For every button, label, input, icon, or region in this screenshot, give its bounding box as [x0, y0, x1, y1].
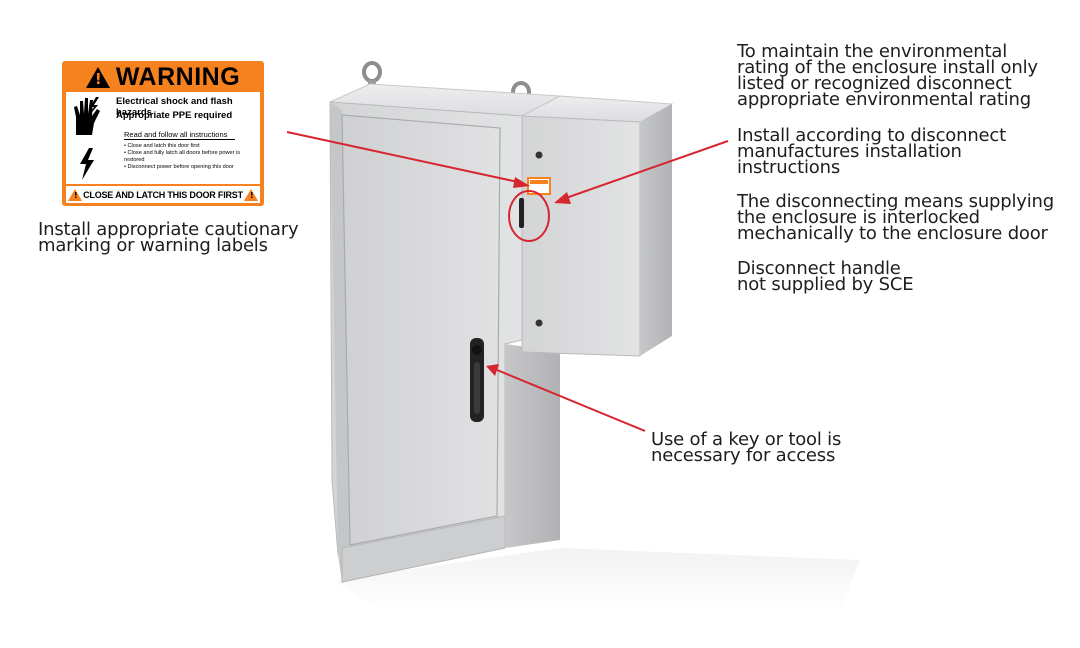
warning-bullet-list: Close and latch this door first Close an… [124, 143, 260, 171]
warning-triangle-icon [85, 66, 110, 88]
callout-line: appropriate environmental rating [737, 89, 1031, 110]
warning-title: WARNING [115, 62, 241, 91]
arrow-handle [486, 364, 646, 432]
warning-line-1: Electrical shock and flash hazards [116, 96, 233, 118]
main-cabinet-side [505, 344, 560, 548]
arrow-disconnect [554, 140, 729, 204]
callout-environmental-rating: To maintain the environmental rating of … [737, 41, 1038, 110]
warning-instructions-heading: Read and follow all instructions [124, 130, 236, 140]
callout-install-instructions: Install according to disconnect manufact… [737, 125, 1006, 178]
disconnect-box-screw-bottom [535, 319, 543, 327]
warning-footer: CLOSE AND LATCH THIS DOOR FIRST [66, 186, 260, 203]
callout-line: necessary for access [651, 445, 836, 466]
warning-footer-right-icon [243, 188, 258, 201]
callout-key-access: Use of a key or tool is necessary for ac… [651, 429, 842, 466]
warning-body: Electrical shock and flash hazards Appro… [66, 92, 260, 184]
warning-footer-left-icon [68, 188, 82, 201]
warning-line-2: Appropriate PPE required [116, 110, 233, 121]
callout-line: Use of a key or tool is [651, 429, 842, 450]
warning-bullet: Close and latch this door first [124, 143, 260, 150]
disconnect-slot [519, 198, 524, 228]
door-handle [470, 338, 484, 422]
callout-line: manufactures installation [737, 141, 962, 162]
main-cabinet-door [341, 114, 501, 546]
callout-line: marking or warning labels [38, 235, 268, 256]
warning-bullet: Close and fully latch all doors before p… [124, 150, 260, 164]
callout-line: mechanically to the enclosure door [737, 223, 1048, 244]
main-cabinet-left-edge [330, 102, 350, 582]
floor-shadow [335, 548, 860, 612]
lightning-icon [80, 148, 94, 180]
callout-line: listed or recognized disconnect [737, 73, 1012, 94]
hand-shock-icon [74, 97, 100, 135]
arrow-warning-label [286, 131, 530, 188]
callout-line: Install appropriate cautionary [38, 219, 299, 240]
callout-line: not supplied by SCE [737, 274, 914, 295]
callout-warning-labels: Install appropriate cautionary marking o… [38, 219, 299, 256]
warning-label: WARNING Electrical shock and flash hazar… [62, 61, 264, 206]
callout-line: the enclosure is interlocked [737, 207, 980, 228]
callout-line: instructions [737, 157, 841, 178]
callout-line: The disconnecting means supplying [737, 191, 1054, 212]
callout-interlock: The disconnecting means supplying the en… [737, 191, 1054, 244]
callout-line: To maintain the environmental [737, 41, 1007, 62]
disconnect-box-side [640, 104, 672, 356]
callout-disconnect-handle: Disconnect handle not supplied by SCE [737, 258, 914, 295]
warning-header: WARNING [66, 62, 260, 91]
warning-footer-text: CLOSE AND LATCH THIS DOOR FIRST [83, 189, 243, 200]
disconnect-highlight-circle [508, 190, 550, 242]
callout-line: Install according to disconnect [737, 125, 1006, 146]
callout-line: Disconnect handle [737, 258, 901, 279]
disconnect-box-screw-top [535, 151, 543, 159]
warning-bullet: Disconnect power before opening this doo… [124, 164, 260, 171]
callout-line: rating of the enclosure install only [737, 57, 1038, 78]
